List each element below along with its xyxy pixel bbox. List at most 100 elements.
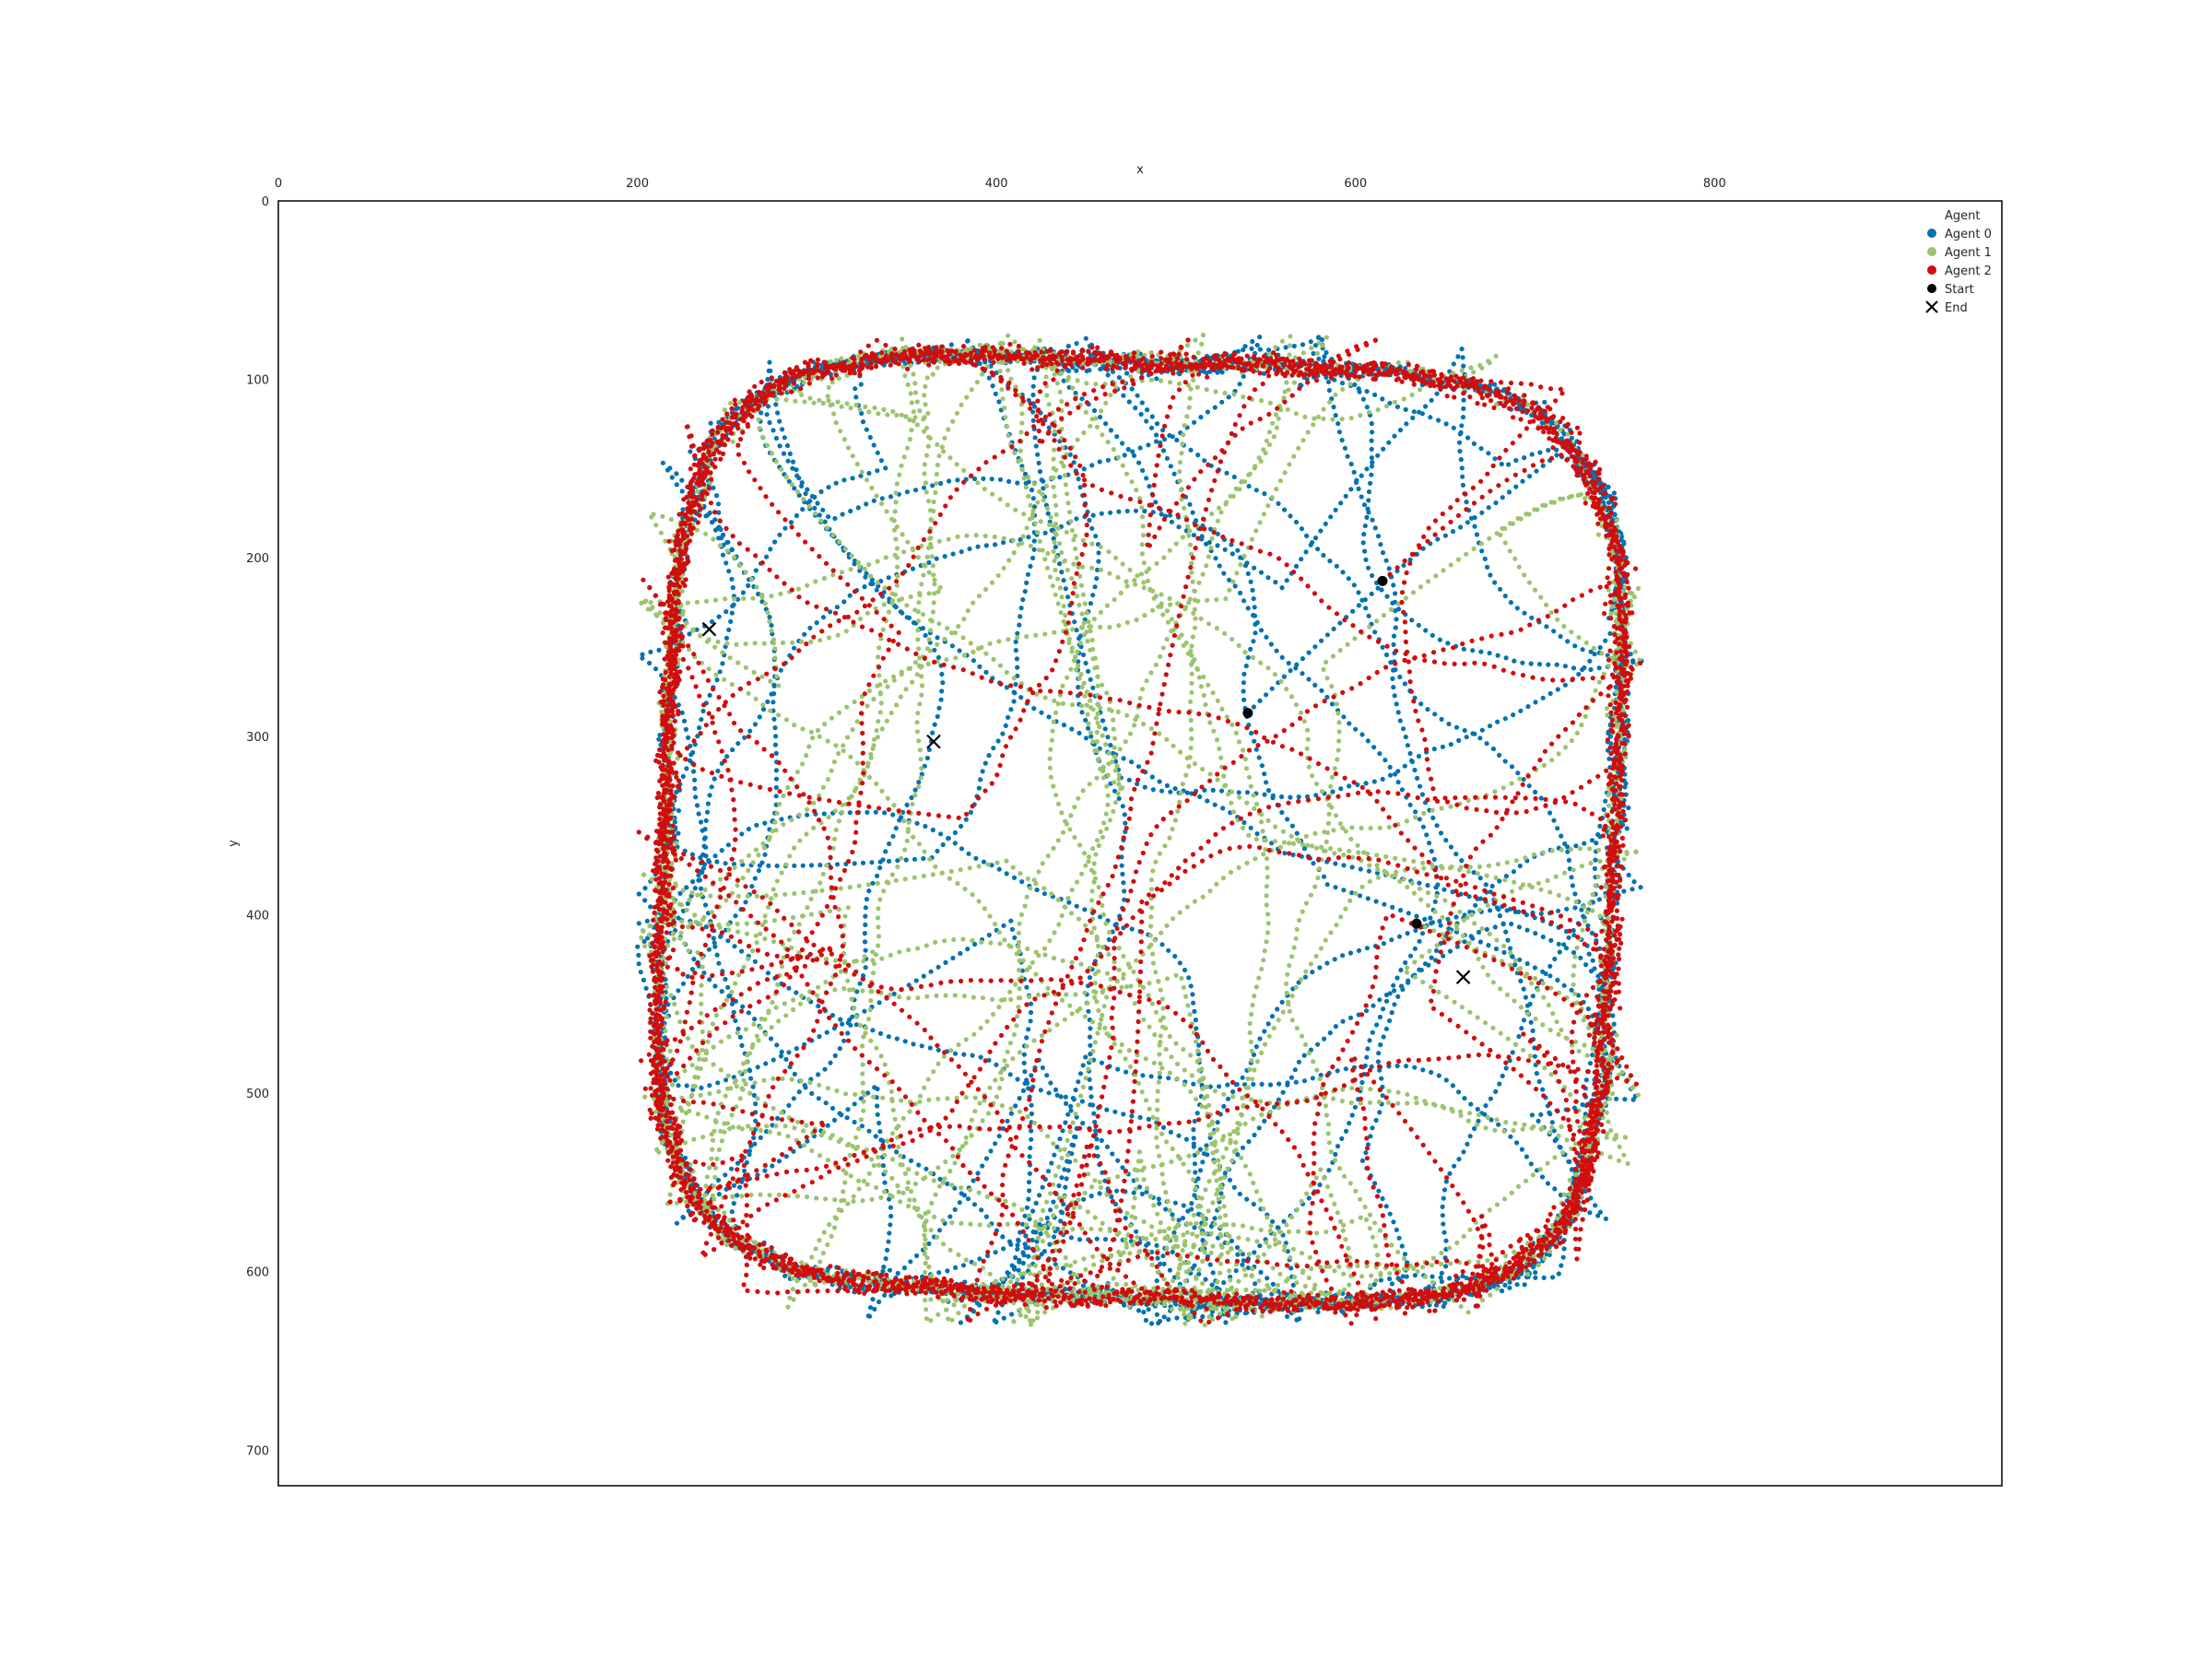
trajectory-point [724,754,730,759]
trajectory-point [1197,794,1203,800]
trajectory-point [1324,882,1330,888]
trajectory-point [1375,585,1381,591]
trajectory-point [1052,1152,1057,1158]
trajectory-point [1417,880,1422,886]
trajectory-point [1500,495,1505,500]
trajectory-point [1387,1211,1393,1217]
trajectory-point [1000,731,1006,736]
trajectory-point [855,505,861,511]
trajectory-point [1241,688,1246,694]
trajectory-point [1390,676,1395,682]
trajectory-point [1065,594,1071,600]
trajectory-point [848,508,853,514]
trajectory-point [877,865,883,871]
trajectory-point [725,938,731,944]
trajectory-point [882,810,888,816]
trajectory-point [1419,792,1425,797]
trajectory-point [684,766,689,771]
trajectory-point [749,884,755,889]
trajectory-point [1040,1184,1045,1190]
trajectory-point [718,535,724,541]
trajectory-point [1245,571,1251,577]
trajectory-point [875,1103,880,1109]
trajectory-point [1250,587,1255,594]
trajectory-point [1088,1194,1094,1199]
trajectory-point [879,496,885,501]
trajectory-point [1536,1078,1542,1085]
trajectory-point [1362,548,1368,554]
trajectory-point [1270,793,1276,799]
trajectory-point [1392,988,1397,994]
trajectory-point [1479,727,1485,733]
trajectory-point [807,625,813,631]
trajectory-point [1262,491,1267,497]
trajectory-point [1369,455,1374,461]
trajectory-point [760,707,767,712]
trajectory-point [686,735,691,741]
trajectory-point [1383,1204,1389,1209]
trajectory-point [1076,685,1081,690]
trajectory-point [1083,717,1088,724]
trajectory-point [680,1215,687,1220]
trajectory-point [1006,714,1011,721]
trajectory-point [870,581,876,587]
trajectory-point [1434,823,1440,829]
trajectory-point [1269,686,1275,691]
trajectory-point [919,1043,924,1049]
trajectory-point [692,777,698,782]
trajectory-point [1243,663,1249,669]
trajectory-point [1511,869,1516,875]
trajectory-point [768,368,773,373]
trajectory-point [1074,516,1079,522]
trajectory-point [949,643,955,649]
trajectory-point [1041,891,1047,897]
trajectory-point [1319,688,1324,693]
trajectory-point [1530,994,1535,999]
trajectory-point [1359,732,1365,737]
trajectory-point [1157,779,1162,784]
trajectory-point [1630,1097,1636,1102]
trajectory-point [1546,662,1551,667]
trajectory-point [771,700,776,705]
trajectory-point [1338,786,1344,792]
trajectory-point [1116,509,1122,514]
trajectory-point [1343,1066,1348,1072]
trajectory-point [1144,418,1149,424]
trajectory-point [1253,1281,1258,1287]
trajectory-point [752,722,759,727]
trajectory-point [1115,1066,1121,1072]
trajectory-point [1097,459,1102,465]
trajectory-point [1436,418,1441,423]
trajectory-point [1249,346,1254,351]
trajectory-point [872,1306,877,1312]
trajectory-point [1201,1151,1206,1157]
trajectory-point [1230,1088,1236,1095]
trajectory-point [1484,741,1489,747]
trajectory-point [986,375,992,381]
trajectory-point [952,841,958,846]
trajectory-point [1168,789,1173,794]
trajectory-point [1231,1184,1237,1190]
trajectory-point [1269,1014,1276,1019]
trajectory-point [1108,428,1113,433]
trajectory-point [1141,1310,1147,1315]
trajectory-point [1154,1312,1159,1317]
trajectory-point [981,859,986,865]
trajectory-point [1306,677,1312,682]
trajectory-point [850,476,855,481]
trajectory-point [1405,931,1410,936]
trajectory-point [993,1141,998,1147]
trajectory-point [1001,923,1006,928]
trajectory-point [1478,446,1484,452]
trajectory-point [1065,1159,1070,1164]
trajectory-point [769,691,774,697]
trajectory-point [1079,396,1085,402]
trajectory-point [988,1148,994,1154]
trajectory-point [772,725,778,731]
trajectory-point [1291,343,1297,349]
trajectory-point [1065,1112,1071,1117]
trajectory-point [1221,571,1227,576]
trajectory-point [1457,440,1463,445]
trajectory-point [1571,927,1576,934]
trajectory-point [1116,795,1122,802]
